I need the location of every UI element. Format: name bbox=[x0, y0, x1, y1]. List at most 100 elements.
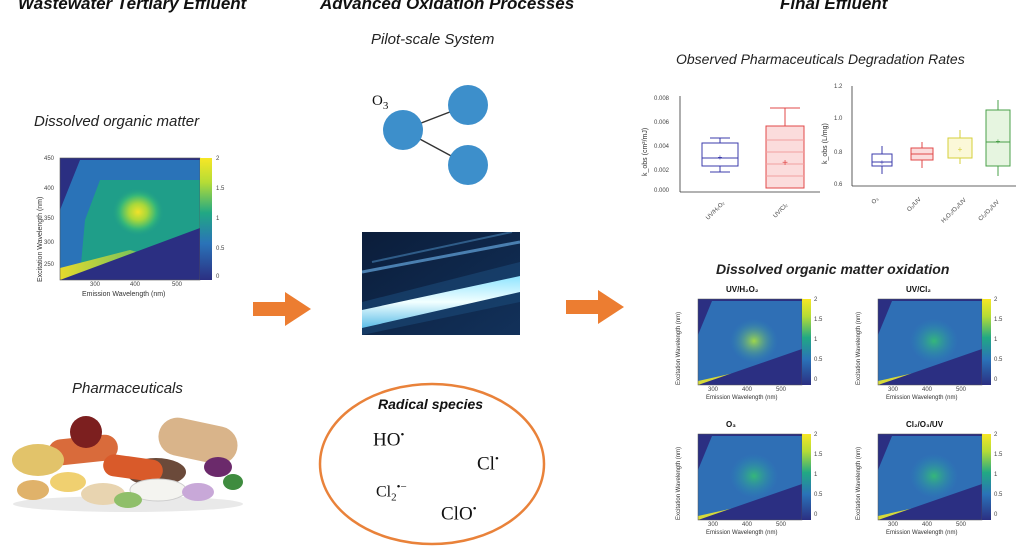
svg-text:+: + bbox=[880, 158, 885, 167]
eem-panel-xtick: 300 bbox=[708, 522, 719, 528]
boxplot-ozone-ytick: 1.2 bbox=[834, 84, 843, 90]
eem-panel-heatmap bbox=[697, 298, 811, 386]
dom-eem-xtick: 400 bbox=[130, 282, 141, 288]
boxplot-ozone-svg: + + + bbox=[851, 86, 1016, 187]
eem-panel-title: UV/Cl₂ bbox=[906, 285, 931, 294]
eem-panel-cbar-tick: 1.5 bbox=[994, 452, 1003, 458]
radical-hydroxyl: HO• bbox=[373, 429, 405, 451]
boxplot-ozone-chart: + + + 1.2 1.0 0.8 0.6 k_obs (L/mg) O₃ O₃… bbox=[822, 80, 1020, 240]
eem-panel-cbar-tick: 1 bbox=[994, 472, 998, 478]
dom-eem-ylabel: Excitation Wavelength (nm) bbox=[37, 196, 44, 282]
dom-eem-plot: Excitation Wavelength (nm) 450 400 350 3… bbox=[37, 150, 255, 305]
eem-panel-title: Cl₂/O₃/UV bbox=[906, 420, 944, 429]
eem-panel-xlabel: Emission Wavelength (nm) bbox=[706, 395, 778, 401]
boxplot-uv-cl2: + bbox=[765, 107, 805, 189]
boxplot-h2o2-o3-uv: + bbox=[947, 130, 973, 164]
eem-panel-ylabel: Excitation Wavelength (nm) bbox=[676, 446, 682, 520]
dom-eem-xlabel: Emission Wavelength (nm) bbox=[82, 291, 166, 298]
eem-panel-cbar-tick: 1.5 bbox=[814, 452, 823, 458]
dom-eem-cbar-tick: 1.5 bbox=[216, 186, 225, 192]
boxplot-ozone-ylabel: k_obs (L/mg) bbox=[822, 123, 829, 164]
eem-panel-cbar-tick: 0 bbox=[814, 377, 818, 383]
eem-panel-xtick: 400 bbox=[922, 522, 933, 528]
radical-species-ellipse bbox=[316, 380, 548, 548]
boxplot-ozone-ytick: 0.8 bbox=[834, 150, 843, 156]
eem-panel-cbar-tick: 1.5 bbox=[994, 317, 1003, 323]
left-column-title: Wastewater Tertiary Effluent bbox=[18, 0, 247, 13]
eem-panel-cbar-tick: 0.5 bbox=[814, 357, 823, 363]
eem-panel-title: UV/H₂O₂ bbox=[726, 285, 759, 294]
dom-eem-heatmap bbox=[59, 157, 212, 281]
eem-panel-cbar-tick: 0.5 bbox=[994, 492, 1003, 498]
eem-panel-heatmap bbox=[877, 433, 991, 521]
dom-oxidation-title: Dissolved organic matter oxidation bbox=[716, 261, 950, 277]
dom-eem-ytick: 250 bbox=[44, 262, 55, 268]
dom-eem-ytick: 300 bbox=[44, 240, 55, 246]
eem-panel-xtick: 300 bbox=[888, 522, 899, 528]
svg-text:+: + bbox=[782, 158, 788, 169]
boxplot-uv-ytick: 0.000 bbox=[654, 188, 670, 194]
boxplot-ozone-ytick: 1.0 bbox=[834, 116, 843, 122]
svg-text:+: + bbox=[958, 145, 963, 154]
eem-panel-xtick: 400 bbox=[742, 522, 753, 528]
boxplot-uv-h2o2: + bbox=[701, 137, 739, 173]
eem-panel-cbar-tick: 1 bbox=[814, 337, 818, 343]
dom-eem-cbar-tick: 2 bbox=[216, 156, 220, 162]
pharmaceuticals-label: Pharmaceuticals bbox=[72, 380, 183, 397]
eem-panel-title: O₃ bbox=[726, 420, 736, 429]
eem-panel-xtick: 400 bbox=[742, 387, 753, 393]
dom-eem-xtick: 300 bbox=[90, 282, 101, 288]
svg-text:+: + bbox=[718, 153, 723, 162]
svg-text:+: + bbox=[996, 137, 1001, 146]
boxplot-o3-uv bbox=[910, 142, 934, 168]
pilot-scale-label: Pilot-scale System bbox=[371, 31, 495, 48]
eem-panel-xlabel: Emission Wavelength (nm) bbox=[706, 530, 778, 536]
eem-panel-cbar-tick: 0 bbox=[994, 512, 998, 518]
uv-reactor-photo bbox=[361, 231, 521, 335]
eem-panel-cbar-tick: 2 bbox=[814, 297, 818, 303]
boxplot-uv-ytick: 0.006 bbox=[654, 120, 670, 126]
dom-eem-ytick: 350 bbox=[44, 216, 55, 222]
eem-panel-ylabel: Excitation Wavelength (nm) bbox=[856, 311, 862, 385]
radical-chlorine: Cl• bbox=[477, 453, 499, 475]
eem-panel-cbar-tick: 2 bbox=[814, 432, 818, 438]
eem-panel-cbar-tick: 0 bbox=[814, 512, 818, 518]
eem-panel-xtick: 500 bbox=[956, 522, 967, 528]
radical-species-title: Radical species bbox=[378, 396, 484, 412]
radical-chlorine-oxide: ClO• bbox=[441, 503, 477, 525]
eem-panel-xlabel: Emission Wavelength (nm) bbox=[886, 530, 958, 536]
eem-panel-cbar-tick: 0.5 bbox=[994, 357, 1003, 363]
boxplot-o3: + bbox=[871, 146, 893, 174]
eem-panel-xtick: 300 bbox=[708, 387, 719, 393]
boxplot-uv-ytick: 0.008 bbox=[654, 96, 670, 102]
boxplot-uv-ytick: 0.004 bbox=[654, 144, 670, 150]
eem-panel: UV/Cl₂ bbox=[852, 285, 1012, 420]
boxplot-uv-ytick: 0.002 bbox=[654, 168, 670, 174]
rates-title: Observed Pharmaceuticals Degradation Rat… bbox=[676, 51, 965, 67]
boxplot-uv-ylabel: k_obs (cm²/mJ) bbox=[642, 127, 649, 176]
eem-panel: Cl₂/O₃/UV bbox=[852, 420, 1012, 555]
eem-panel-cbar-tick: 1.5 bbox=[814, 317, 823, 323]
pills-image bbox=[8, 412, 248, 512]
eem-panel-cbar-tick: 2 bbox=[994, 297, 998, 303]
dom-eem-cbar-tick: 0.5 bbox=[216, 246, 225, 252]
dom-eem-ytick: 400 bbox=[44, 186, 55, 192]
eem-panel: O₃ bbox=[672, 420, 832, 555]
arrow-middle-to-right bbox=[566, 290, 626, 329]
eem-panel-xlabel: Emission Wavelength (nm) bbox=[886, 395, 958, 401]
eem-panel-xtick: 500 bbox=[776, 522, 787, 528]
eem-panel-xtick: 300 bbox=[888, 387, 899, 393]
eem-panel-heatmap bbox=[697, 433, 811, 521]
eem-panel-cbar-tick: 1 bbox=[814, 472, 818, 478]
eem-panel-xtick: 400 bbox=[922, 387, 933, 393]
boxplot-uv-svg: + + bbox=[679, 96, 820, 193]
boxplot-ozone-ytick: 0.6 bbox=[834, 182, 843, 188]
dom-eem-cbar-tick: 0 bbox=[216, 274, 220, 280]
eem-panel-cbar-tick: 1 bbox=[994, 337, 998, 343]
arrow-left-to-middle bbox=[253, 292, 313, 331]
dom-label: Dissolved organic matter bbox=[34, 113, 200, 130]
eem-panel-ylabel: Excitation Wavelength (nm) bbox=[676, 311, 682, 385]
middle-column-title: Advanced Oxidation Processes bbox=[320, 0, 575, 13]
dom-eem-cbar-tick: 1 bbox=[216, 216, 220, 222]
eem-panel-xtick: 500 bbox=[776, 387, 787, 393]
